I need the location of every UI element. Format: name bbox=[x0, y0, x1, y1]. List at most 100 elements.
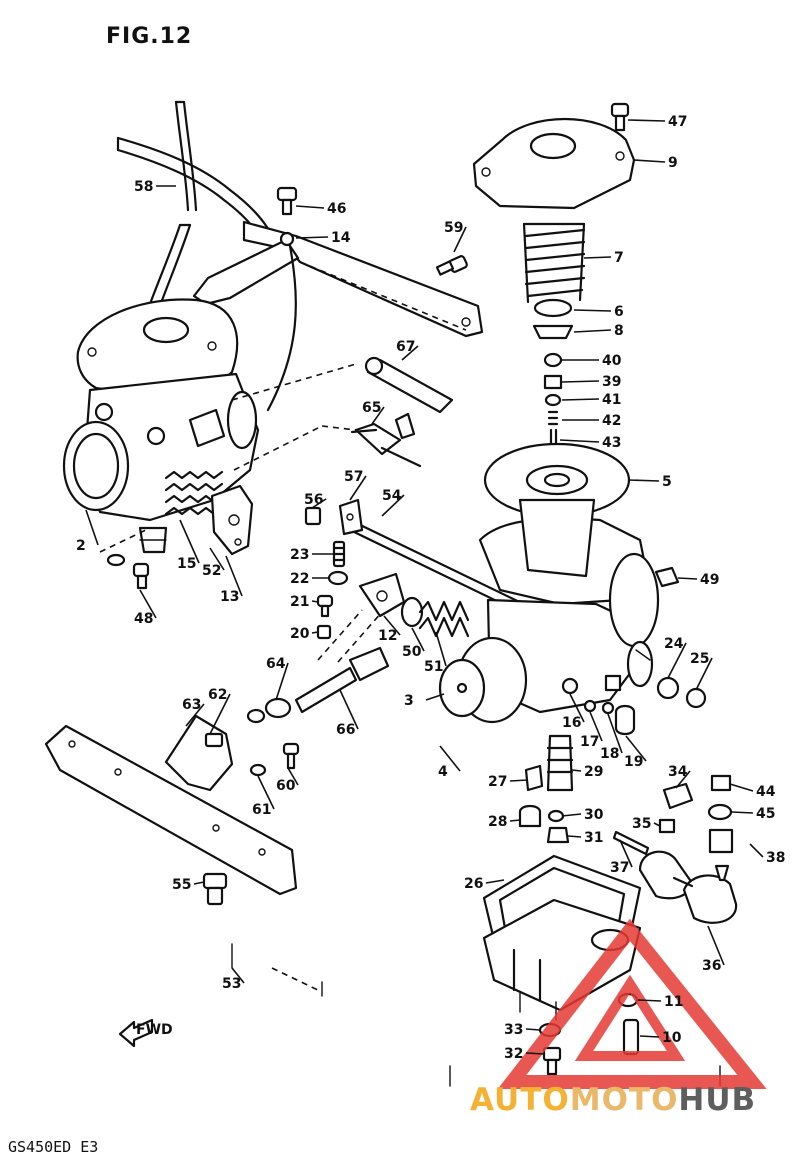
callout-19: 19 bbox=[624, 754, 643, 770]
callout-29: 29 bbox=[584, 764, 603, 780]
callout-55: 55 bbox=[172, 877, 191, 893]
callout-10: 10 bbox=[662, 1030, 682, 1046]
bracket-plate bbox=[192, 220, 484, 412]
leader-59 bbox=[453, 226, 467, 253]
leader-10 bbox=[639, 1035, 660, 1038]
watermark-triangle bbox=[497, 918, 767, 1089]
leader-39 bbox=[561, 380, 600, 383]
leader-50 bbox=[411, 627, 425, 652]
leader-55 bbox=[193, 881, 205, 885]
leader-51 bbox=[435, 631, 447, 667]
callout-61: 61 bbox=[252, 802, 271, 818]
callout-18: 18 bbox=[600, 746, 619, 762]
float-assembly bbox=[612, 774, 738, 924]
callout-36: 36 bbox=[702, 958, 721, 974]
leader-56 bbox=[311, 498, 327, 509]
callout-60: 60 bbox=[276, 778, 296, 794]
callout-54: 54 bbox=[382, 488, 402, 504]
leader-9 bbox=[633, 159, 666, 163]
callout-49: 49 bbox=[700, 572, 719, 588]
callout-52: 52 bbox=[202, 563, 221, 579]
leader-61 bbox=[257, 775, 275, 810]
leader-45 bbox=[731, 811, 754, 814]
figure-title: FIG.12 bbox=[106, 24, 193, 49]
callout-41: 41 bbox=[602, 392, 621, 408]
leader-47 bbox=[627, 119, 666, 122]
callout-25: 25 bbox=[690, 651, 709, 667]
leader-38 bbox=[749, 843, 764, 858]
tube-and-fitting bbox=[350, 356, 454, 468]
leader-28 bbox=[509, 819, 521, 822]
leader-62 bbox=[209, 693, 231, 735]
top-cover-assembly bbox=[472, 102, 636, 518]
callout-67: 67 bbox=[396, 339, 415, 355]
connection-lines bbox=[99, 363, 383, 663]
callout-30: 30 bbox=[584, 807, 604, 823]
leader-11 bbox=[637, 999, 662, 1002]
callout-8: 8 bbox=[614, 323, 624, 339]
callout-56: 56 bbox=[304, 492, 323, 508]
callout-5: 5 bbox=[662, 474, 672, 490]
callout-65: 65 bbox=[362, 400, 381, 416]
leader-8 bbox=[573, 329, 612, 333]
jets bbox=[518, 734, 574, 844]
callout-labels: 4797684039414243549461459586765575456232… bbox=[76, 114, 785, 1062]
callout-32: 32 bbox=[504, 1046, 523, 1062]
callout-44: 44 bbox=[756, 784, 776, 800]
leader-37 bbox=[619, 839, 633, 868]
callout-15: 15 bbox=[177, 556, 196, 572]
leader-67 bbox=[401, 345, 419, 361]
leader-65 bbox=[371, 406, 385, 425]
leader-36 bbox=[707, 925, 725, 966]
leader-16 bbox=[569, 693, 585, 723]
callout-48: 48 bbox=[134, 611, 153, 627]
callout-63: 63 bbox=[182, 697, 201, 713]
leader-46 bbox=[295, 205, 325, 209]
left-carburetor bbox=[62, 298, 260, 556]
callout-27: 27 bbox=[488, 774, 507, 790]
leader-12 bbox=[383, 615, 401, 636]
callout-46: 46 bbox=[327, 201, 346, 217]
adjuster-linkage bbox=[246, 646, 390, 724]
leader-13 bbox=[225, 555, 243, 597]
callout-62: 62 bbox=[208, 687, 227, 703]
callout-9: 9 bbox=[668, 155, 678, 171]
leader-33 bbox=[525, 1028, 541, 1031]
callout-40: 40 bbox=[602, 353, 622, 369]
callout-16: 16 bbox=[562, 715, 581, 731]
callout-35: 35 bbox=[632, 816, 651, 832]
callout-12: 12 bbox=[378, 628, 397, 644]
leader-5 bbox=[627, 479, 660, 482]
callout-42: 42 bbox=[602, 413, 621, 429]
leader-34 bbox=[675, 770, 691, 789]
callout-24: 24 bbox=[664, 636, 684, 652]
callout-17: 17 bbox=[580, 734, 599, 750]
leader-lines bbox=[85, 119, 764, 1055]
callout-51: 51 bbox=[424, 659, 443, 675]
callout-53: 53 bbox=[222, 976, 241, 992]
callout-22: 22 bbox=[290, 571, 309, 587]
callout-7: 7 bbox=[614, 250, 624, 266]
watermark-hub: HUB bbox=[678, 1082, 757, 1118]
leader-25 bbox=[695, 657, 713, 691]
leader-4 bbox=[439, 745, 461, 772]
callout-50: 50 bbox=[402, 644, 422, 660]
callout-37: 37 bbox=[610, 860, 629, 876]
callout-59: 59 bbox=[444, 220, 463, 236]
callout-64: 64 bbox=[266, 656, 286, 672]
leader-30 bbox=[561, 813, 582, 817]
callout-31: 31 bbox=[584, 830, 603, 846]
leader-29 bbox=[571, 769, 582, 772]
leader-57 bbox=[349, 475, 367, 501]
callout-34: 34 bbox=[668, 764, 688, 780]
leader-20 bbox=[311, 631, 319, 634]
leader-26 bbox=[485, 879, 505, 884]
mounting-bracket bbox=[164, 714, 300, 792]
leader-21 bbox=[311, 600, 319, 603]
fwd-arrow-icon: FWD bbox=[118, 1018, 173, 1048]
callout-21: 21 bbox=[290, 594, 309, 610]
leader-17 bbox=[589, 711, 603, 742]
callout-4: 4 bbox=[438, 764, 448, 780]
leader-60 bbox=[287, 767, 299, 786]
callout-39: 39 bbox=[602, 374, 621, 390]
